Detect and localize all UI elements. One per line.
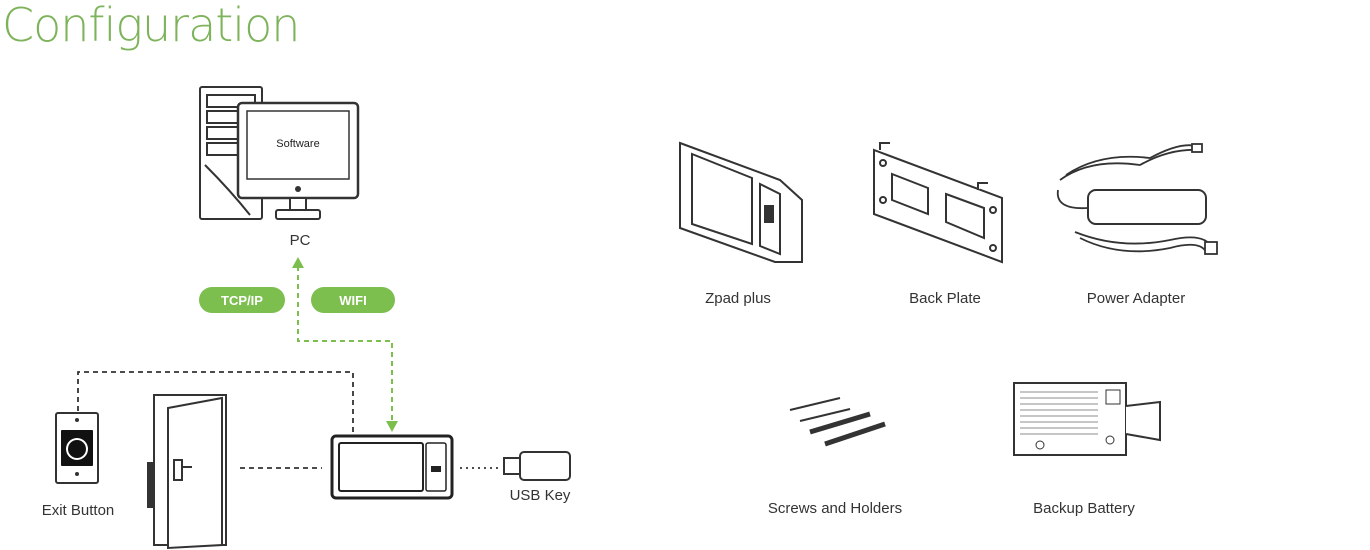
svg-text:TCP/IP: TCP/IP	[221, 293, 263, 308]
zpad-device	[330, 434, 454, 500]
door	[147, 394, 227, 550]
wiring	[77, 371, 500, 469]
backup-battery-image	[1013, 382, 1161, 456]
zpad-plus-label: Zpad plus	[705, 290, 771, 307]
backup-battery-label: Backup Battery	[1033, 500, 1135, 517]
screws-image	[789, 397, 886, 447]
arrow-down-icon	[386, 421, 398, 432]
pc-screen-text: Software	[276, 138, 319, 150]
power-adapter-label: Power Adapter	[1087, 290, 1185, 307]
pc-monitor: Software	[236, 101, 360, 220]
exit-button-device	[55, 412, 99, 484]
arrow-up-icon	[292, 257, 304, 268]
network-link	[297, 266, 393, 422]
back-plate-label: Back Plate	[909, 290, 981, 307]
exit-button-label: Exit Button	[42, 502, 115, 519]
usb-key-label: USB Key	[510, 487, 571, 504]
page-title: Configuration	[2, 0, 300, 52]
back-plate-image	[873, 142, 1003, 264]
power-adapter-image	[1056, 143, 1218, 255]
svg-text:WIFI: WIFI	[339, 293, 366, 308]
tcp-ip-badge: TCP/IP	[199, 287, 285, 313]
usb-key	[503, 451, 571, 481]
screws-label: Screws and Holders	[768, 500, 902, 517]
zpad-plus-image	[679, 141, 803, 263]
pc-label: PC	[290, 232, 311, 249]
wifi-badge: WIFI	[311, 287, 395, 313]
